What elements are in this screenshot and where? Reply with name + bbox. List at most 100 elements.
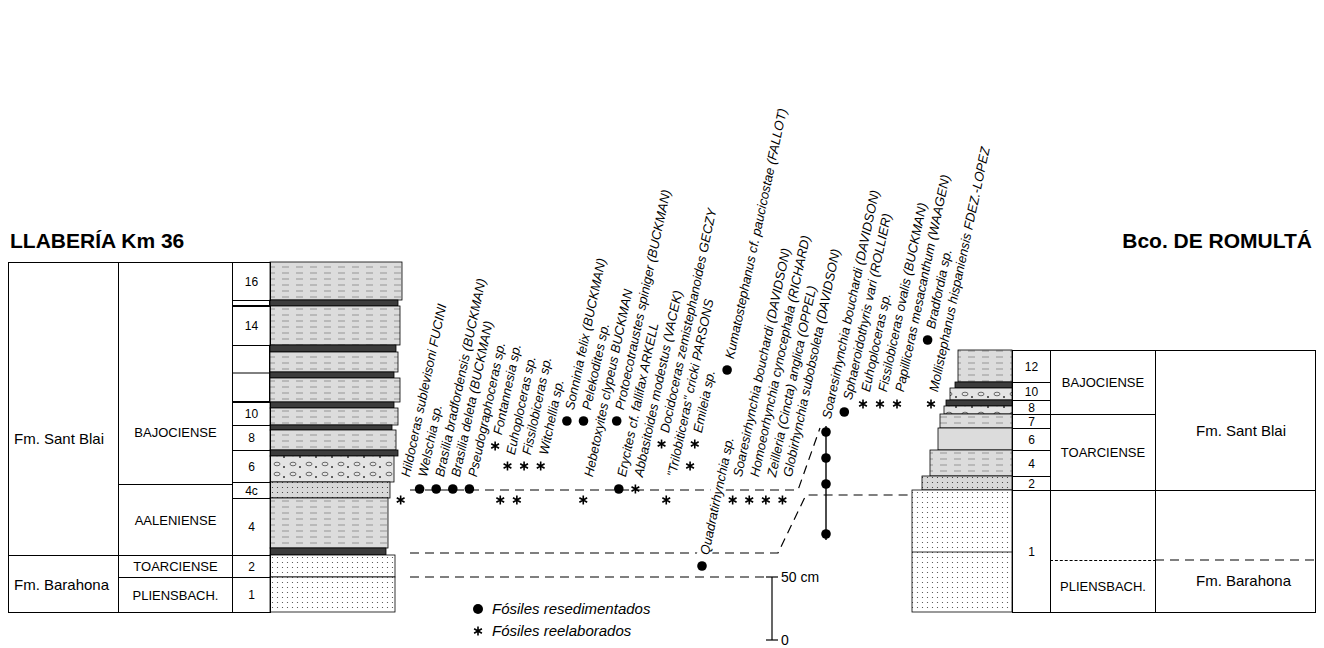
bed	[270, 450, 398, 456]
resedimented-marker	[465, 484, 475, 494]
stage-name: TOARCIENSE	[1061, 446, 1145, 459]
reworked-marker	[686, 462, 694, 471]
formation-cell: Fm. Barahona	[1155, 490, 1316, 613]
legend-text: Fósiles resedimentados	[492, 600, 650, 618]
formation-cell: Fm. Barahona	[8, 555, 119, 613]
resedimented-marker	[697, 561, 707, 571]
bed	[270, 402, 394, 408]
reworked-marker	[632, 485, 640, 494]
reworked-marker	[491, 442, 499, 451]
bed-number: 1	[1012, 490, 1051, 613]
formation-name: Fm. Barahona	[14, 577, 109, 592]
resedimented-marker	[821, 529, 831, 539]
blank-cell	[233, 301, 270, 306]
bed-number: 12	[1012, 350, 1051, 383]
stage-cell: TOARCIENSE	[1050, 414, 1156, 491]
resedimented-marker	[923, 335, 933, 345]
left-bed-number-blanks	[232, 301, 270, 402]
fossil-name: Quadratirhynchia sp.	[697, 433, 737, 557]
reworked-marker	[496, 496, 504, 505]
bed	[946, 400, 1012, 406]
reworked-marker	[537, 462, 545, 471]
formation-name: Fm. Sant Blai	[14, 431, 104, 446]
stage-cell: TOARCIENSE	[118, 555, 233, 578]
resedimented-marker	[431, 484, 441, 494]
bed	[922, 476, 1012, 490]
bed-number-text: 4c	[245, 485, 258, 497]
resedimented-marker	[612, 416, 622, 426]
stage-cell: BAJOCIENSE	[118, 262, 233, 485]
stage-name: BAJOCIENSE	[134, 426, 216, 439]
resedimented-marker	[562, 416, 572, 426]
bed	[270, 372, 394, 378]
reworked-marker	[762, 496, 770, 505]
bed-number-text: 10	[1025, 386, 1038, 398]
legend-text: Fósiles reelaborados	[492, 622, 631, 640]
bed	[940, 414, 1012, 428]
reworked-marker	[893, 400, 901, 409]
reworked-marker	[745, 496, 753, 505]
bed	[270, 456, 394, 482]
reworked-marker	[658, 440, 666, 449]
resedimented-marker	[579, 416, 589, 426]
bed-number-text: 14	[245, 320, 258, 332]
reworked-marker	[579, 496, 587, 505]
stage-name: TOARCIENSE	[133, 560, 217, 573]
legend-symbols	[473, 604, 483, 636]
resedimented-marker	[722, 365, 732, 375]
bed	[950, 388, 1012, 400]
formation-cell: Fm. Sant Blai	[1155, 350, 1316, 491]
scale-label: 0	[781, 632, 789, 648]
resedimented-marker	[448, 484, 458, 494]
bed	[912, 490, 1012, 612]
bed-number: 16	[232, 262, 271, 301]
reworked-marker	[520, 462, 528, 471]
bed-number: 6	[1012, 428, 1051, 451]
bed-number: 2	[1012, 476, 1051, 491]
bed	[270, 430, 396, 450]
resedimented-marker	[614, 484, 624, 494]
scale-line	[771, 577, 772, 640]
reworked-marker	[513, 496, 521, 505]
bed-number-text: 8	[248, 432, 255, 444]
bed-number-text: 4	[1028, 458, 1035, 470]
stage-name: PLIENSBACH.	[133, 589, 219, 602]
bed	[930, 450, 1012, 476]
uncertain-boundary	[1155, 559, 1316, 560]
cell-line	[232, 373, 270, 374]
stage-cell: PLIENSBACH.	[118, 577, 233, 613]
bed	[270, 352, 398, 372]
bed-number: 10	[232, 402, 271, 426]
bed-number-text: 10	[245, 408, 258, 420]
section-title: LLABERÍA Km 36	[10, 228, 184, 253]
blank-cell	[233, 346, 270, 402]
reworked-marker	[662, 496, 670, 505]
correlation-line	[410, 495, 912, 553]
bed-number-text: 6	[1028, 434, 1035, 446]
resedimented-marker	[821, 479, 831, 489]
bed	[270, 345, 396, 352]
reworked-marker	[729, 496, 737, 505]
resedimented-marker	[415, 484, 425, 494]
bed	[270, 408, 398, 425]
reworked-marker	[504, 462, 512, 471]
bed-number: 2	[232, 555, 271, 578]
bed	[270, 262, 402, 300]
bed-number-text: 16	[245, 276, 258, 288]
bed-number: 4	[232, 498, 271, 556]
bed	[270, 577, 395, 612]
bed	[270, 306, 400, 345]
bed	[955, 382, 1012, 388]
stage-cell: AALENIENSE	[118, 484, 233, 556]
section-title: Bco. DE ROMULTÁ	[1122, 228, 1312, 253]
resedimented-marker	[821, 453, 831, 463]
bed-line	[912, 552, 1012, 553]
scale-tick	[766, 639, 778, 640]
resedimented-marker	[821, 427, 831, 437]
bed-number: 7	[1012, 414, 1051, 429]
bed	[958, 350, 1012, 382]
bed-number: 6	[232, 450, 271, 483]
reworked-marker	[779, 496, 787, 505]
stage-name: BAJOCIENSE	[1062, 376, 1144, 389]
